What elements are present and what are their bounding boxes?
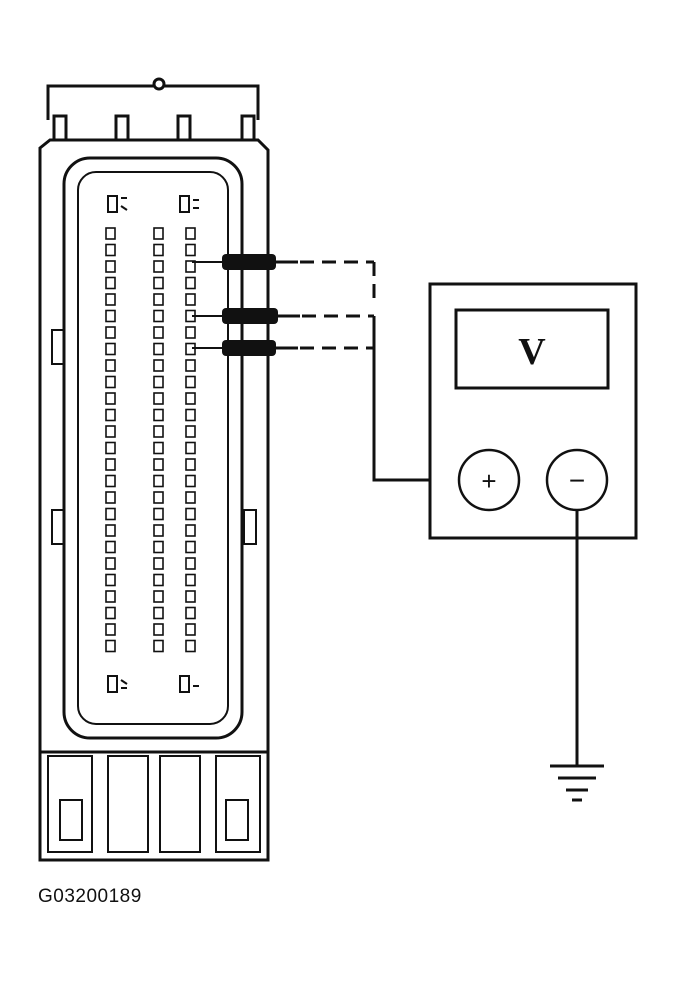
connector-pin [185, 276, 196, 290]
connector-pin [185, 623, 196, 636]
connector-pin [153, 573, 164, 587]
meter-display-text: V [518, 331, 546, 373]
connector-pin [185, 590, 196, 603]
connector-pin [153, 276, 164, 290]
connector-pin [153, 441, 164, 455]
connector-latch [46, 77, 260, 146]
connector-pin [105, 491, 116, 504]
connector-pin [153, 243, 164, 257]
connector-pin [185, 227, 196, 240]
connector-pin [185, 260, 196, 273]
connector-pin [185, 441, 196, 455]
connector-pin [153, 474, 164, 488]
negative-terminal-label: − [569, 465, 585, 496]
connector-pin [105, 573, 116, 587]
connector-pin [105, 639, 116, 653]
connector-pin [105, 507, 116, 521]
connector-pin [185, 458, 196, 471]
test-probe-1 [192, 254, 376, 300]
connector-pin [185, 540, 196, 554]
connector-pin [153, 590, 164, 603]
connector-pin [153, 623, 164, 636]
connector-pin [153, 359, 164, 372]
connector-pin [185, 375, 196, 389]
connector-pin [105, 441, 116, 455]
corner-markers [107, 195, 199, 693]
connector-pin [153, 606, 164, 620]
connector-pin [185, 557, 196, 570]
connector-pin [105, 326, 116, 339]
connector-pin [153, 326, 164, 339]
connector-pin [153, 392, 164, 405]
connector-pin [105, 623, 116, 636]
connector-pin [185, 392, 196, 405]
connector-pin [185, 243, 196, 257]
connector-pin [105, 408, 116, 422]
connector-pin [185, 474, 196, 488]
positive-terminal [457, 448, 521, 512]
figure-id: G03200189 [38, 886, 142, 907]
ground-symbol-icon [550, 510, 604, 802]
connector-pin [153, 309, 164, 323]
connector-pin [105, 260, 116, 273]
connector-pin [153, 540, 164, 554]
connector-pin [153, 524, 164, 537]
connector-pin [105, 540, 116, 554]
connector-pin [185, 359, 196, 372]
connector-pin [153, 260, 164, 273]
connector-pin [105, 293, 116, 306]
connector-pin [105, 342, 116, 356]
connector-pin [105, 590, 116, 603]
connector-pin [105, 606, 116, 620]
connector-pin [185, 507, 196, 521]
connector-pin [105, 392, 116, 405]
connector-pin [105, 243, 116, 257]
connector-pin [153, 458, 164, 471]
positive-terminal-label: + [481, 466, 496, 496]
connector-pin [153, 342, 164, 356]
connector-pin [105, 375, 116, 389]
connector-pin [185, 326, 196, 339]
connector-pin [105, 458, 116, 471]
connector-pin [153, 293, 164, 306]
connector-pin [185, 425, 196, 438]
connector-pin [185, 524, 196, 537]
connector-pin [185, 408, 196, 422]
connector-pin [105, 425, 116, 438]
connector-pin [185, 491, 196, 504]
connector-pin [185, 639, 196, 653]
probe-leads [192, 254, 462, 482]
test-probe-3 [192, 340, 374, 356]
connector-pin [105, 474, 116, 488]
connector-pin [153, 639, 164, 653]
connector-pin [185, 293, 196, 306]
connector-pin [153, 425, 164, 438]
connector-pin [185, 606, 196, 620]
connector-pin [105, 359, 116, 372]
connector-pin [153, 557, 164, 570]
connector-pin [105, 309, 116, 323]
test-probe-2 [192, 308, 374, 324]
connector-pin [153, 491, 164, 504]
connector-pin [105, 227, 116, 240]
connector-pin [105, 557, 116, 570]
connector-pin [153, 408, 164, 422]
connector-pin [153, 227, 164, 240]
connector-pins [105, 227, 196, 653]
voltmeter [428, 282, 638, 540]
meter-display [454, 308, 610, 390]
connector-pin [105, 524, 116, 537]
connector-pin [153, 507, 164, 521]
connector-pin [185, 573, 196, 587]
connector-pin [105, 276, 116, 290]
connector-pin [153, 375, 164, 389]
